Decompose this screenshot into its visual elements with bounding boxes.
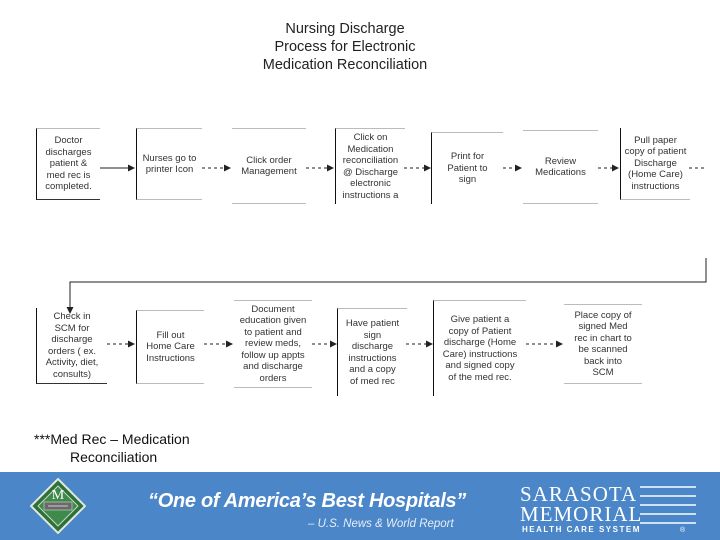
step-place-copy: Place copy of signed Med rec in chart to… bbox=[564, 304, 642, 384]
footnote: ***Med Rec – Medication Reconciliation bbox=[34, 430, 190, 466]
svg-text:M: M bbox=[52, 488, 65, 503]
step-print-to-sign: Print for Patient to sign bbox=[431, 132, 503, 204]
step-nurses-printer: Nurses go to printer Icon bbox=[136, 128, 202, 200]
footnote-line-1: ***Med Rec – Medication bbox=[34, 431, 190, 447]
banner-quote-source: – U.S. News & World Report bbox=[308, 518, 454, 530]
title-line-2: Process for Electronic bbox=[274, 39, 416, 55]
step-give-copy: Give patient a copy of Patient discharge… bbox=[433, 300, 526, 396]
arrow-wrap bbox=[66, 258, 707, 314]
step-document-education: Document education given to patient and … bbox=[234, 300, 312, 388]
diagram-title: Nursing Discharge Process for Electronic… bbox=[230, 20, 460, 74]
step-order-management: Click order Management bbox=[232, 128, 306, 204]
brand-line-2: MEMORIAL bbox=[520, 502, 643, 526]
brand-line-1: SARASOTA bbox=[520, 482, 638, 506]
registered-mark: ® bbox=[680, 527, 686, 534]
step-patient-sign: Have patient sign discharge instructions… bbox=[337, 308, 407, 396]
brand-line-3: HEALTH CARE SYSTEM bbox=[522, 525, 641, 534]
title-line-1: Nursing Discharge bbox=[285, 21, 405, 37]
step-doctor-discharges: Doctor discharges patient & med rec is c… bbox=[36, 128, 100, 200]
footer-banner bbox=[0, 472, 720, 540]
step-med-reconciliation: Click on Medication reconciliation @ Dis… bbox=[335, 128, 405, 204]
banner-quote: “One of America’s Best Hospitals” bbox=[148, 490, 466, 512]
title-line-3: Medication Reconciliation bbox=[262, 57, 428, 73]
footnote-line-2: Reconciliation bbox=[70, 449, 158, 465]
step-fill-home-care: Fill out Home Care Instructions bbox=[136, 310, 204, 384]
brand-stripes bbox=[640, 486, 696, 531]
step-pull-paper-copy: Pull paper copy of patient Discharge (Ho… bbox=[620, 128, 690, 200]
step-check-scm: Check in SCM for discharge orders ( ex. … bbox=[36, 308, 107, 384]
flow-arrows bbox=[66, 164, 707, 348]
step-review-medications: Review Medications bbox=[523, 130, 598, 204]
hospital-crest-logo: M bbox=[30, 478, 86, 534]
